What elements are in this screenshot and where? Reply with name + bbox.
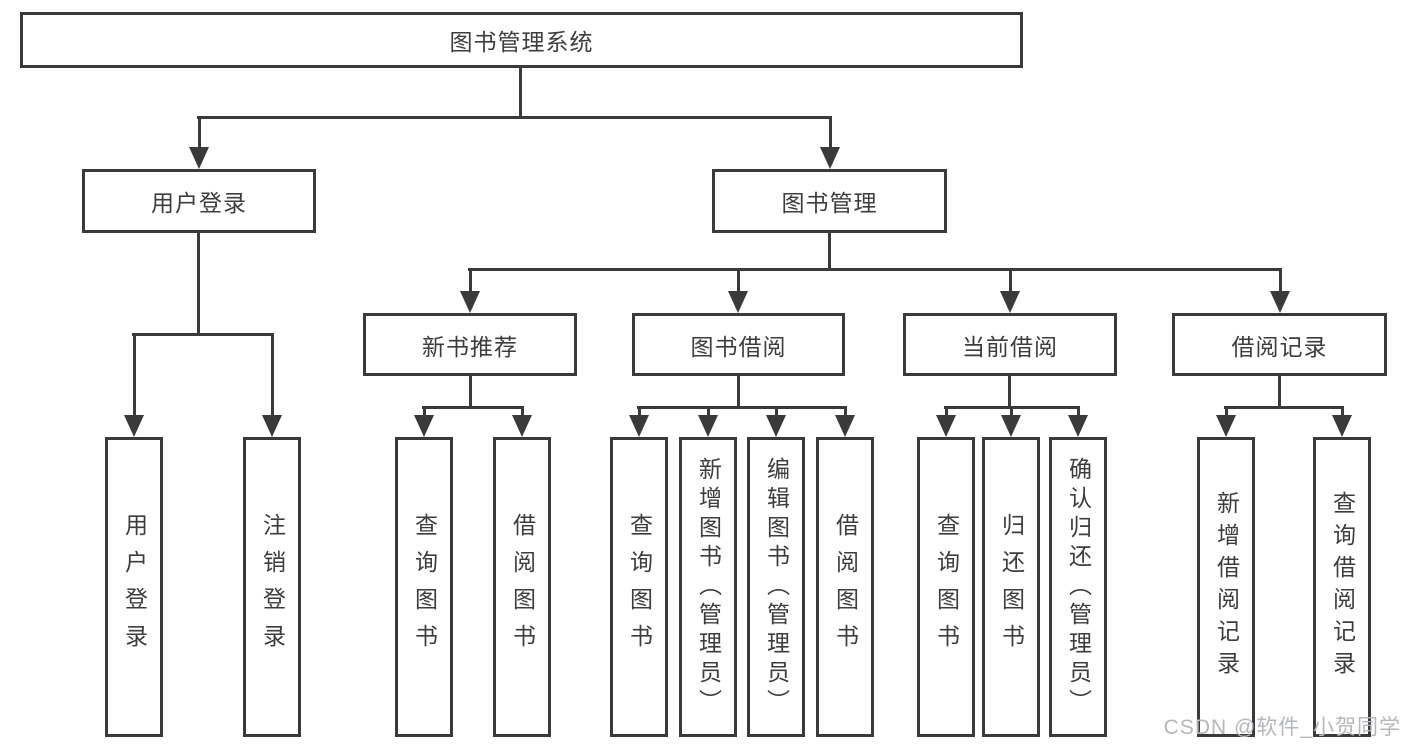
node-user-login: 用户登录 [82, 169, 316, 233]
node-new-book-recommendation: 新书推荐 [363, 313, 577, 376]
connector-arrow [698, 407, 718, 437]
leaf-user-login: 用户登录 [105, 437, 163, 737]
connector-arrow [629, 407, 649, 437]
connector-arrow [414, 407, 434, 437]
connector-arrow [728, 269, 748, 313]
node-borrowing-records: 借阅记录 [1172, 313, 1387, 376]
leaf-borrow-books-recommend: 借阅图书 [493, 437, 551, 737]
connector-arrow [460, 269, 480, 313]
leaf-confirm-return-admin: 确认归还（管理员） [1049, 437, 1107, 737]
connector-line [637, 406, 847, 409]
leaf-add-book-admin: 新增图书（管理员） [679, 437, 737, 737]
connector-line [828, 233, 831, 270]
leaf-add-borrow-record: 新增借阅记录 [1197, 437, 1255, 737]
leaf-query-books-current: 查询图书 [917, 437, 975, 737]
watermark: CSDN @软件_小贺同学 [1163, 716, 1401, 739]
node-book-management: 图书管理 [712, 169, 947, 233]
connector-arrow [512, 407, 532, 437]
connector-arrow [189, 117, 209, 169]
node-current-borrowing: 当前借阅 [903, 313, 1117, 376]
connector-line [197, 116, 832, 119]
connector-arrow [1000, 269, 1020, 313]
node-book-borrowing: 图书借阅 [632, 313, 845, 376]
leaf-return-book: 归还图书 [982, 437, 1040, 737]
connector-arrow [1001, 407, 1021, 437]
connector-arrow [835, 407, 855, 437]
connector-line [469, 376, 472, 408]
connector-line [519, 68, 522, 118]
connector-line [422, 406, 524, 409]
connector-line [1224, 406, 1344, 409]
leaf-edit-book-admin: 编辑图书（管理员） [747, 437, 805, 737]
connector-arrow [262, 334, 282, 437]
connector-line [737, 376, 740, 408]
leaf-logout: 注销登录 [243, 437, 301, 737]
node-library-management-system: 图书管理系统 [20, 12, 1023, 68]
connector-arrow [1068, 407, 1088, 437]
connector-arrow [1332, 407, 1352, 437]
leaf-query-books-borrow: 查询图书 [610, 437, 668, 737]
connector-line [132, 333, 274, 336]
connector-arrow [1270, 269, 1290, 313]
leaf-borrow-books: 借阅图书 [816, 437, 874, 737]
connector-line [1278, 376, 1281, 408]
connector-arrow [1216, 407, 1236, 437]
connector-arrow [936, 407, 956, 437]
connector-line [468, 268, 1282, 271]
connector-line [197, 233, 200, 335]
connector-line [1008, 376, 1011, 408]
connector-arrow [124, 334, 144, 437]
leaf-query-borrow-record: 查询借阅记录 [1313, 437, 1371, 737]
leaf-query-books-recommend: 查询图书 [395, 437, 453, 737]
connector-arrow [766, 407, 786, 437]
connector-arrow [820, 117, 840, 169]
